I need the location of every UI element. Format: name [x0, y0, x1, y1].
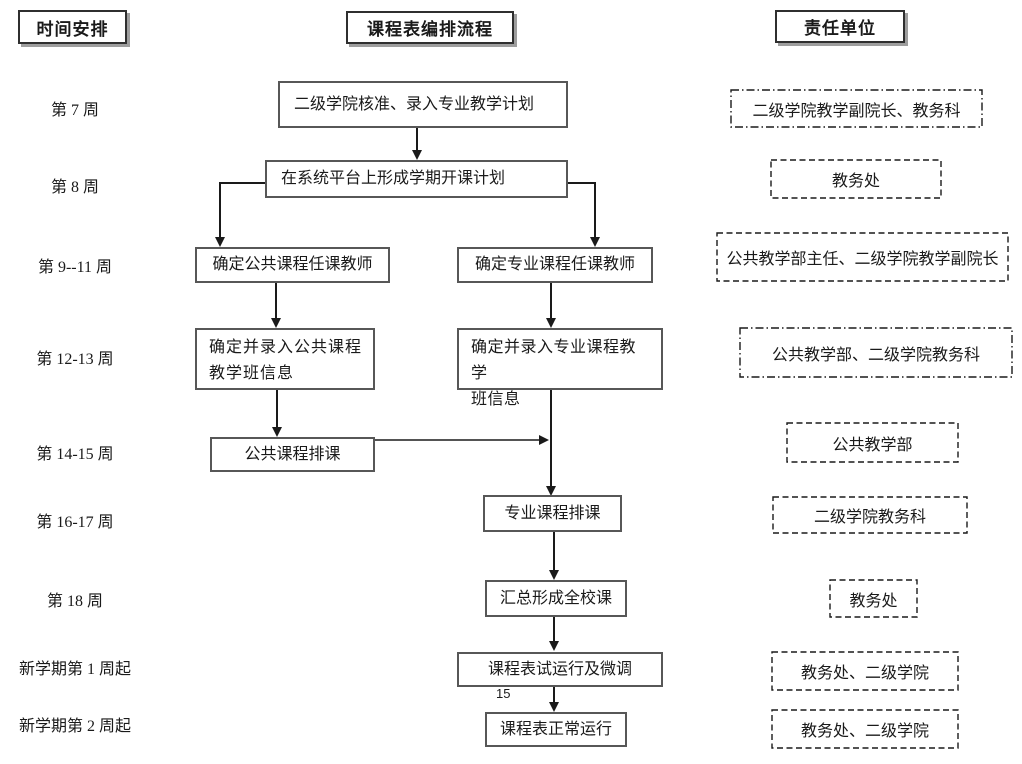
flow-box-major-course-teachers: 确定专业课程任课教师: [457, 247, 653, 283]
unit-label-3: 公共教学部主任、二级学院教学副院长: [726, 251, 999, 268]
time-label-week16-17: 第 16-17 周: [36, 514, 114, 531]
unit-label-7: 教务处: [849, 592, 898, 610]
unit-box-border-8: [771, 651, 959, 691]
flow-box-major-scheduling: 专业课程排课: [483, 495, 622, 532]
arrow-trial-to-normal: [549, 687, 559, 712]
time-label-week7: 第 7 周: [50, 102, 99, 119]
unit-box-border-9: [771, 709, 959, 749]
unit-box-border-7: [829, 579, 918, 618]
time-label-week9-11: 第 9--11 周: [37, 259, 113, 276]
unit-label-2: 教务处: [831, 173, 880, 190]
time-label-new-term-week2: 新学期第 2 周起: [18, 718, 131, 735]
flow-box-public-scheduling: 公共课程排课: [210, 437, 375, 472]
time-label-week14-15: 第 14-15 周: [36, 446, 114, 463]
unit-box-border-1: [730, 89, 983, 128]
unit-label-4: 公共教学部、二级学院教务科: [771, 346, 980, 364]
flow-box-trial-run: 课程表试运行及微调: [457, 652, 663, 687]
unit-label-5: 公共教学部: [832, 436, 913, 454]
flow-box-normal-run: 课程表正常运行: [485, 712, 627, 747]
arrow-public-teachers-to-class-info: [271, 283, 281, 328]
arrow-public-scheduling-to-major: [375, 435, 549, 445]
arrow-public-info-to-scheduling: [272, 390, 282, 437]
arrow-major-info-to-scheduling: [546, 390, 556, 496]
flow-box-public-class-info: 确定并录入公共课程 教学班信息: [195, 328, 375, 390]
header-process-title: 课程表编排流程: [346, 11, 514, 44]
flow-box-major-class-info: 确定并录入专业课程教学 班信息: [457, 328, 663, 408]
arrow-major-scheduling-to-summary: [549, 532, 559, 580]
unit-box-border-4: [739, 327, 1013, 378]
time-label-week18: 第 18 周: [46, 593, 103, 610]
arrow-summary-to-trial: [549, 616, 559, 651]
time-label-week12-13: 第 12-13 周: [36, 351, 114, 368]
unit-box-border-6: [772, 496, 968, 534]
unit-box-border-3: [716, 232, 1009, 282]
page-number: 15: [496, 686, 511, 701]
time-label-week8: 第 8 周: [50, 179, 99, 196]
arrow-form-to-public-teachers: [215, 182, 265, 247]
unit-box-border-5: [786, 422, 959, 463]
flow-box-summary-schedule: 汇总形成全校课: [485, 580, 627, 617]
header-responsible-unit: 责任单位: [775, 10, 905, 43]
arrow-approve-to-form: [412, 128, 422, 160]
flow-box-form-term-plan: 在系统平台上形成学期开课计划: [265, 160, 568, 198]
flow-box-approve-plan: 二级学院核准、录入专业教学计划: [278, 81, 568, 128]
unit-label-8: 教务处、二级学院: [800, 665, 929, 682]
time-label-new-term-week1: 新学期第 1 周起: [18, 661, 131, 678]
arrow-major-teachers-to-class-info: [546, 283, 556, 328]
arrow-form-to-major-teachers: [567, 182, 600, 247]
unit-label-9: 教务处、二级学院: [800, 723, 929, 740]
header-time-schedule: 时间安排: [18, 10, 127, 44]
unit-label-1: 二级学院教学副院长、教务科: [752, 102, 961, 120]
flow-box-public-course-teachers: 确定公共课程任课教师: [195, 247, 390, 283]
unit-label-6: 二级学院教务科: [813, 509, 926, 526]
